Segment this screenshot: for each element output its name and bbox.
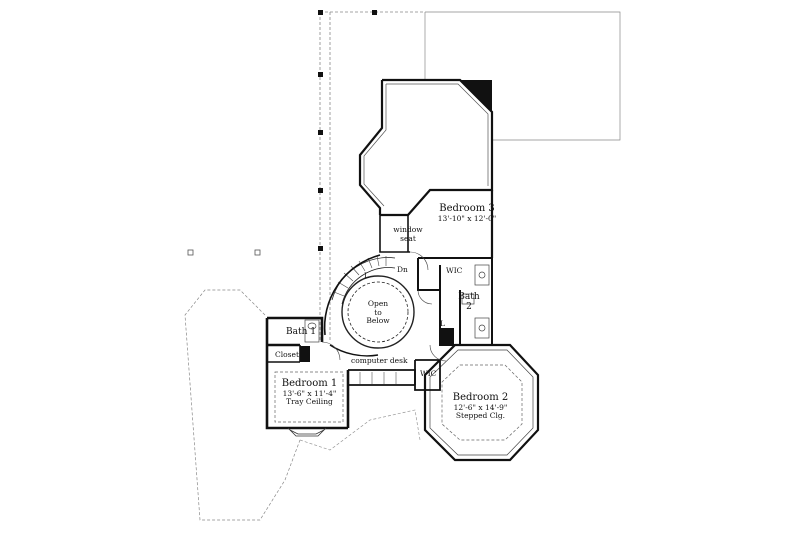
bedroom-2-name: Bedroom 2 [452,392,509,403]
bedroom-2-inner [429,349,534,456]
wic-bottom-walls [414,359,441,391]
bedroom-2-dims: 12'-6" x 14'-9" [453,402,508,412]
roof-outline-bottom [299,409,421,451]
window-seat-text-1: window [393,225,423,234]
curved-stair [331,257,415,349]
desk-lines [359,372,397,384]
stair-rail [323,254,381,336]
bath-2-label: Bath 2 [458,292,480,313]
bath-1-name: Bath 1 [286,327,316,337]
roof-outline-left [184,289,301,521]
open-to-below-line-1: Open [367,299,389,308]
bedroom-3-dims: 13'-10" x 12'-0" [437,213,497,223]
bedroom-1-window [287,427,327,437]
corner-fill [460,80,492,112]
bath-2-number: 2 [466,302,472,313]
roof-outline-right [424,11,621,141]
bedroom-2-walls [423,343,540,462]
bedroom-2-note: Stepped Clg. [455,411,506,421]
bath-2-fill [440,328,454,344]
stair-down-label: Dn [397,265,408,274]
hall-walls [348,369,416,386]
open-to-below-label: Open to Below [363,299,393,326]
bay-window-lines [363,83,489,207]
bedroom-1-dims: 13'-6" x 11'-4" [282,388,337,398]
bath-2-fixtures [461,264,490,339]
bedroom-1-walls [265,316,350,430]
bedroom-3-label: Bedroom 3 13'-10" x 12'-0" [432,203,502,223]
closet-fill [300,346,310,362]
wic-top-label: WIC [446,266,463,275]
porch-posts [318,10,377,251]
window-seat-label: window seat [388,225,428,243]
bedroom-1-note: Tray Ceiling [286,397,333,407]
linen-label-1: L [364,271,369,280]
bedroom-2-label: Bedroom 2 12'-6" x 14'-9" Stepped Clg. [448,392,513,421]
bedroom-1-name: Bedroom 1 [281,378,338,389]
window-seat-walls [379,215,410,253]
bedroom-1-label: Bedroom 1 13'-6" x 11'-4" Tray Ceiling [277,378,342,407]
wic-bottom-label: WIC [420,369,437,378]
bath-2-name: Bath [458,292,480,302]
window-seat-text-2: seat [400,233,416,243]
marker-squares [187,249,261,256]
door-swings [321,251,447,362]
bedroom-3-name: Bedroom 3 [439,203,495,214]
bedroom-1-tray [274,371,344,423]
closet-label: Closet [275,350,299,359]
bedroom-2-stepped-clg [441,364,523,441]
computer-desk-label: computer desk [351,356,408,365]
bath-1-fixtures [304,319,320,343]
open-to-below-line-2: to [374,307,382,317]
linen-label-2: L [440,319,445,328]
open-to-below-line-3: Below [366,316,390,326]
